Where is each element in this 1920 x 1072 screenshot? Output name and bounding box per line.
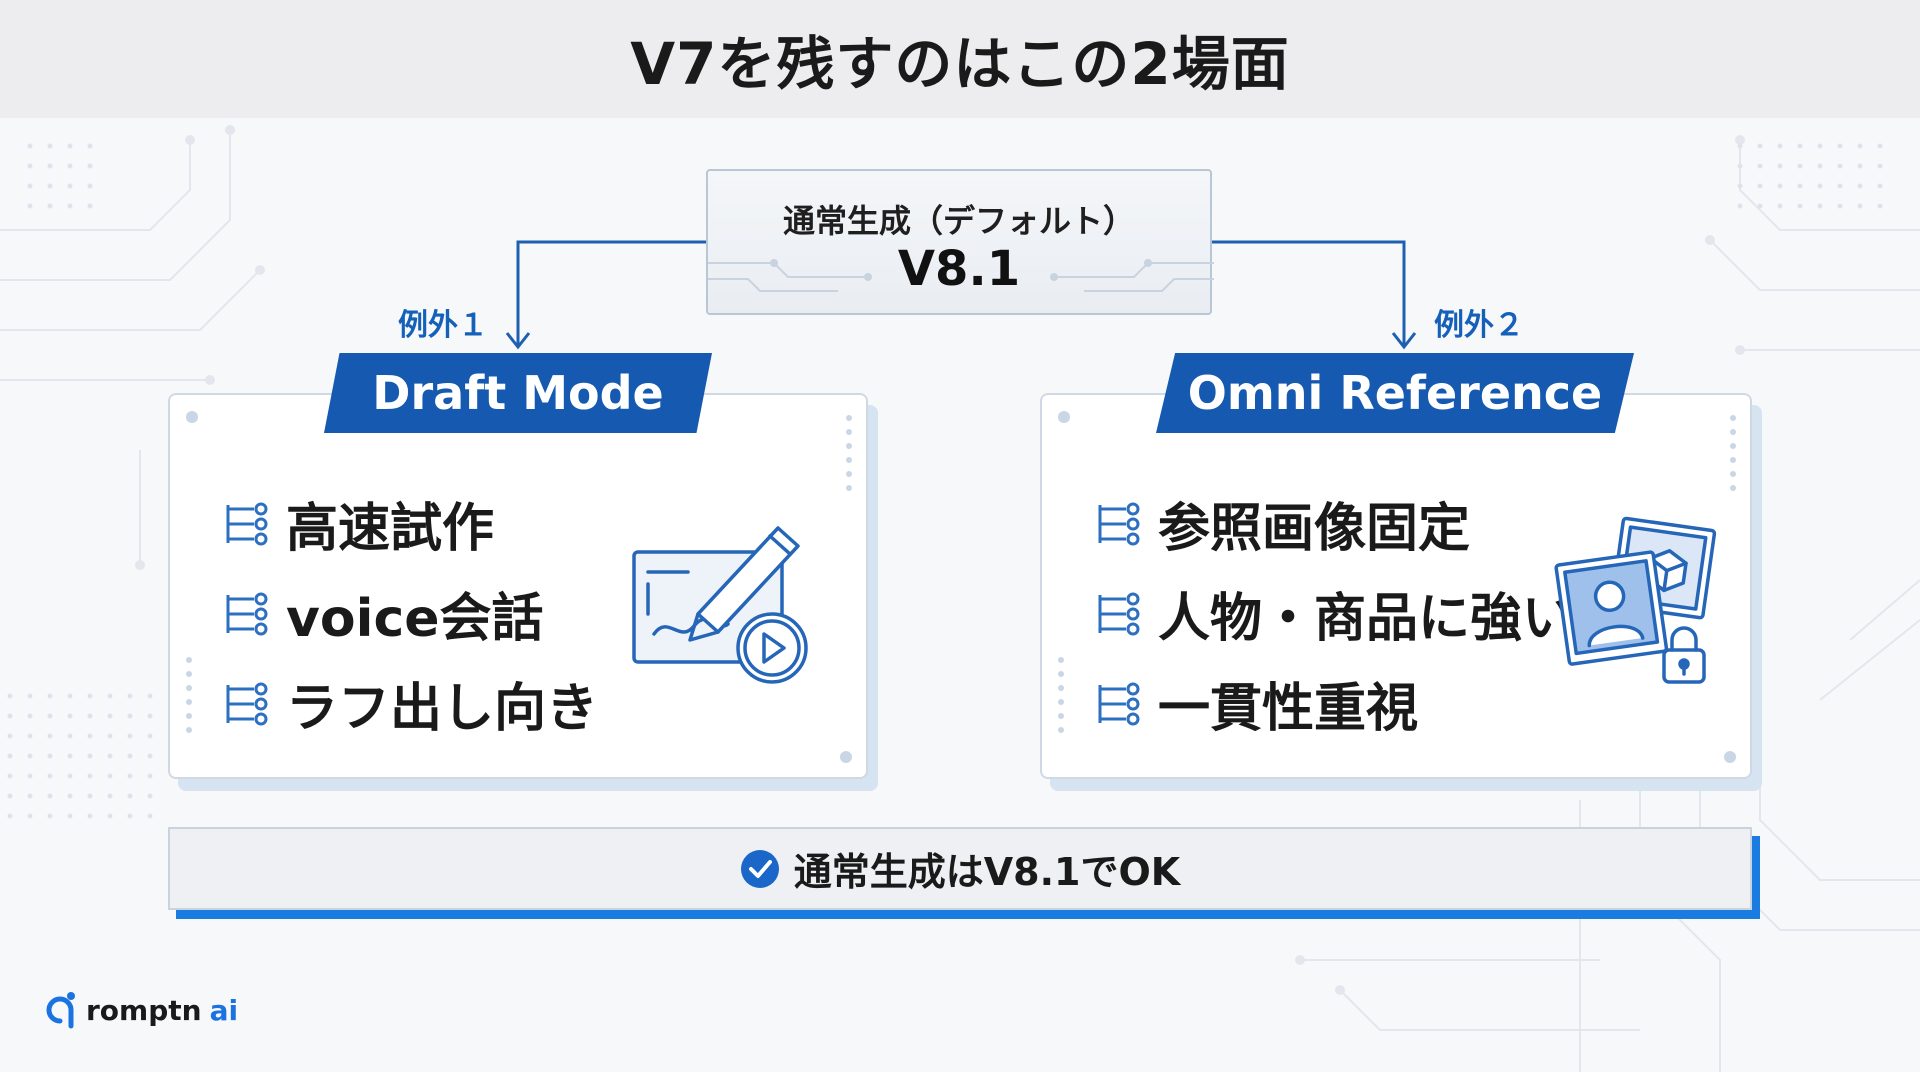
romptn-logo: romptn ai xyxy=(44,990,238,1030)
default-node-version: V8.1 xyxy=(897,241,1021,297)
romptn-logo-icon xyxy=(46,992,75,1029)
check-circle-icon xyxy=(740,849,779,888)
list-item-text: 人物・商品に強い xyxy=(1158,589,1575,649)
logo-text-ai: ai xyxy=(209,993,239,1027)
list-item: ラフ出し向き xyxy=(224,666,598,741)
branch-bullet-icon xyxy=(226,682,268,725)
logo-text-romptn: romptn xyxy=(86,993,202,1027)
list-item-text: ラフ出し向き xyxy=(286,679,599,739)
circuit-pattern-icon xyxy=(708,259,1214,292)
omni-reference-tab: Omni Reference xyxy=(1156,353,1634,433)
list-item: voice会話 xyxy=(224,576,544,651)
list-item: 高速試作 xyxy=(224,486,494,561)
list-item-text: voice会話 xyxy=(286,589,544,649)
branch-bullet-icon xyxy=(1098,592,1140,635)
footer-summary-box: 通常生成はV8.1でOK xyxy=(168,827,1752,910)
exception-1-label: 例外１ xyxy=(398,308,488,343)
photo-reference-icon xyxy=(1554,516,1717,684)
header-bar: V7を残すのはこの2場面 xyxy=(0,0,1920,118)
branch-bullet-icon xyxy=(1098,682,1140,725)
branch-bullet-icon xyxy=(226,592,268,635)
list-item: 参照画像固定 xyxy=(1096,486,1470,561)
list-item-text: 参照画像固定 xyxy=(1158,499,1471,559)
list-item: 一貫性重視 xyxy=(1096,666,1418,741)
list-item-text: 高速試作 xyxy=(286,499,495,559)
pencil-draw-icon xyxy=(632,526,808,684)
list-item: 人物・商品に強い xyxy=(1096,576,1574,651)
branch-bullet-icon xyxy=(226,502,268,545)
branch-bullet-icon xyxy=(1098,502,1140,545)
page-title: V7を残すのはこの2場面 xyxy=(630,30,1290,98)
exception-2-label: 例外２ xyxy=(1434,308,1524,343)
default-generation-node: 通常生成（デフォルト） V8.1 xyxy=(706,169,1214,315)
footer-text: 通常生成はV8.1でOK xyxy=(793,850,1181,894)
default-node-subtitle: 通常生成（デフォルト） xyxy=(782,202,1135,240)
list-item-text: 一貫性重視 xyxy=(1158,679,1419,739)
draft-mode-tab: Draft Mode xyxy=(324,353,712,433)
